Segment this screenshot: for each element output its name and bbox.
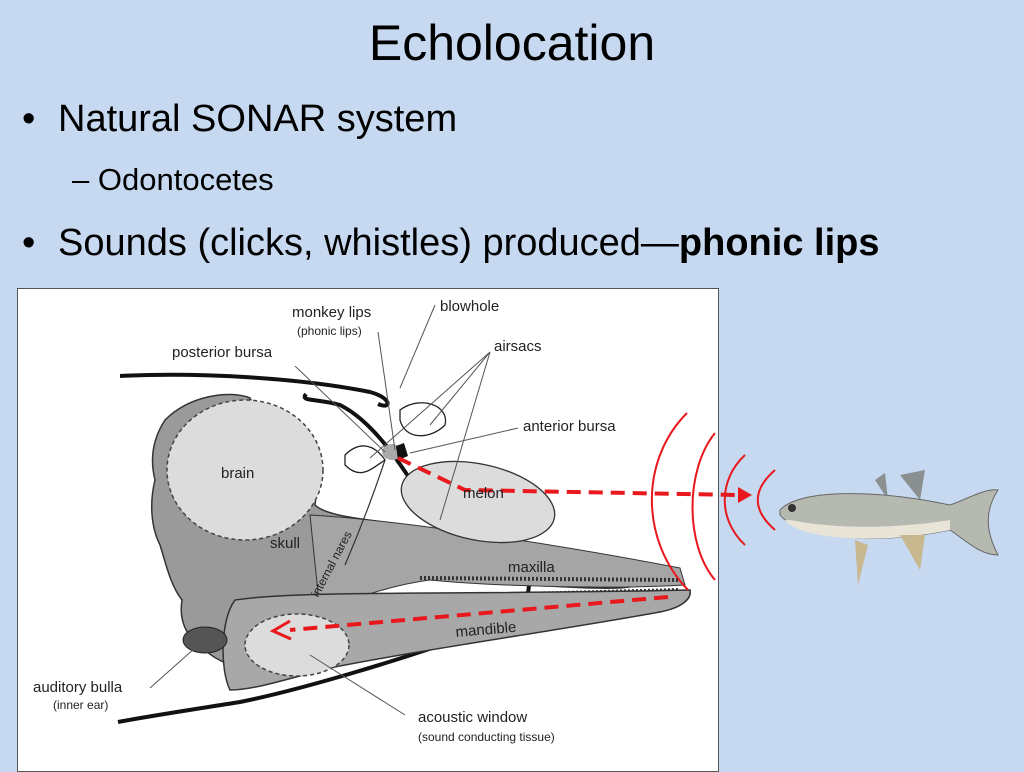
wave-arc (756, 469, 776, 531)
label-posterior-bursa: posterior bursa (172, 344, 273, 361)
returning-echo-path (289, 595, 669, 632)
internal-nares (344, 459, 386, 566)
head-outline-front (117, 392, 533, 724)
bullet-1: • Natural SONAR system (22, 98, 457, 141)
wave-arc (691, 432, 716, 581)
wave-arc (723, 454, 746, 546)
outgoing-sound-path (397, 456, 739, 497)
bullet-2-bold: phonic lips (678, 222, 880, 264)
phonic-lips-dark (396, 443, 408, 460)
bullet-glyph: • (22, 98, 36, 140)
sub-bullet-1: – Odontocetes (72, 162, 274, 198)
slide-title: Echolocation (368, 15, 656, 71)
bullet-2: • Sounds (clicks, whistles) produced—phon… (22, 222, 879, 265)
head-outline-top (119, 372, 390, 408)
brain (166, 399, 324, 541)
label-anterior-bursa: anterior bursa (523, 418, 616, 435)
sub-bullet-1-text: Odontocetes (97, 162, 274, 197)
leader-lines (149, 304, 519, 716)
label-mandible: mandible (455, 619, 517, 641)
teeth (419, 576, 681, 582)
bullet-1-text: Natural SONAR system (58, 98, 458, 140)
label-acoustic-window: acoustic window (418, 709, 527, 726)
mandible (222, 589, 691, 691)
returning-arrowhead-icon (269, 619, 292, 641)
label-skull: skull (270, 535, 300, 552)
sound-wave-arcs (651, 412, 776, 591)
bullet-glyph: • (22, 222, 36, 264)
fish-image (779, 470, 999, 585)
acoustic-window (244, 613, 350, 677)
label-monkey-lips: monkey lips (292, 304, 371, 321)
label-melon: melon (463, 485, 504, 502)
label-auditory-bulla: auditory bulla (33, 679, 123, 696)
melon (400, 460, 556, 544)
auditory-bulla (182, 626, 228, 654)
label-sound-conducting-tissue: (sound conducting tissue) (418, 730, 555, 744)
outgoing-arrowhead-icon (738, 487, 752, 503)
label-brain: brain (221, 465, 254, 482)
bullet-2-text: Sounds (clicks, whistles) produced— (58, 222, 679, 264)
label-phonic-lips: (phonic lips) (297, 324, 362, 338)
wave-arc (651, 412, 689, 591)
label-airsacs: airsacs (494, 338, 542, 355)
label-maxilla: maxilla (508, 559, 555, 576)
airsacs (344, 445, 386, 474)
label-blowhole: blowhole (440, 298, 499, 315)
label-inner-ear: (inner ear) (53, 698, 108, 712)
airsacs (399, 402, 447, 437)
sub-bullet-glyph: – (72, 162, 90, 197)
